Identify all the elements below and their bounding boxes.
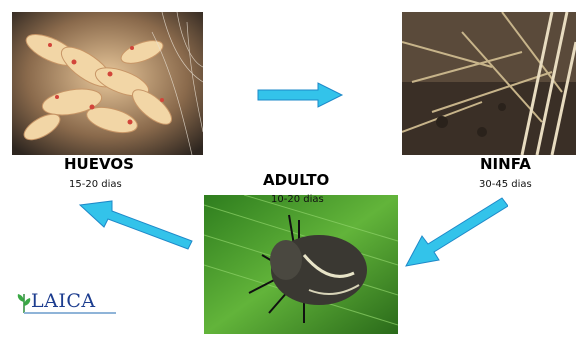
eggs-stage-title: HUEVOS <box>64 155 134 173</box>
laica-logo: LAICA <box>16 290 126 320</box>
eggs-stage-duration: 15-20 dias <box>69 179 122 190</box>
adult-stage-title: ADULTO <box>263 171 329 189</box>
leaf-icon <box>16 292 32 314</box>
adult-stage-duration: 10-20 dias <box>271 194 324 205</box>
arrow-eggs-to-nymph <box>256 80 346 110</box>
arrow-nymph-to-adult <box>404 194 508 270</box>
nymph-stage-duration: 30-45 dias <box>479 179 532 190</box>
nymph-photo <box>402 12 576 155</box>
logo-text: LAICA <box>31 290 96 312</box>
arrow-adult-to-eggs <box>78 197 196 251</box>
adult-photo <box>204 195 398 334</box>
eggs-photo <box>12 12 203 155</box>
logo-underline <box>24 312 116 314</box>
nymph-stage-title: NINFA <box>480 155 531 173</box>
